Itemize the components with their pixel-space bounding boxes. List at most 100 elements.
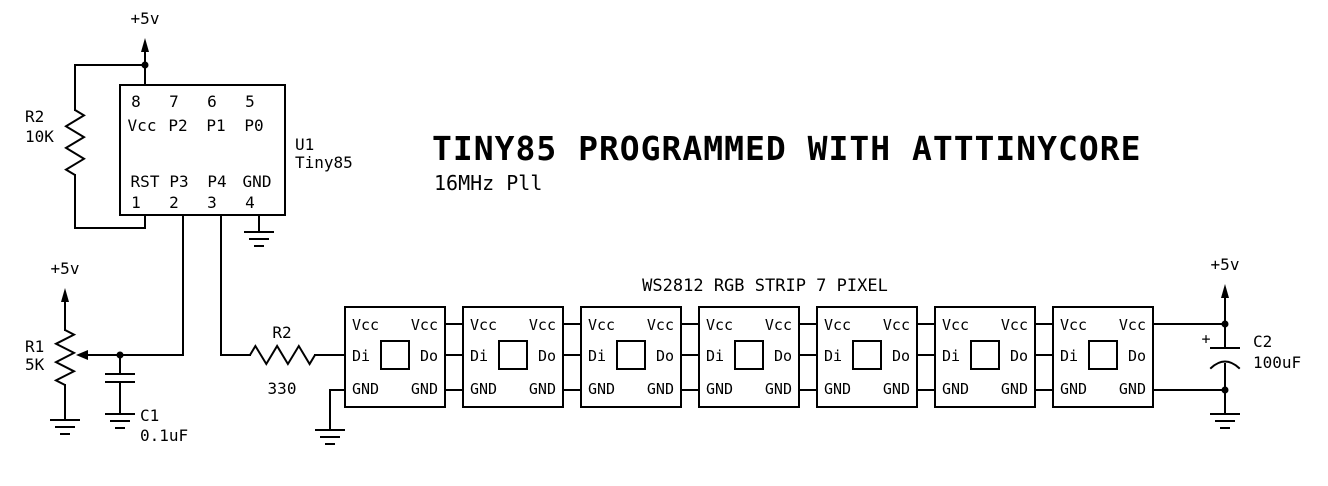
resistor-r2-10k-symbol (64, 109, 86, 176)
pixel-gnd-left-label: GND (1060, 380, 1087, 398)
pixel-gnd-right-label: GND (765, 380, 792, 398)
plus5v-arrow-icon-top (141, 38, 149, 52)
ic-pin4-number: 4 (245, 193, 255, 212)
pixel-do-label: Do (656, 347, 674, 365)
pixel-led-square (1088, 340, 1118, 370)
pixel-outline (462, 306, 564, 408)
ic-part: Tiny85 (295, 153, 353, 172)
ic-pin6-number: 6 (207, 92, 217, 111)
ground-symbol-c1 (105, 413, 135, 429)
ic-body (119, 84, 286, 216)
plus5v-label-left: +5v (51, 259, 80, 278)
pixel-gnd-left-label: GND (706, 380, 733, 398)
capacitor-c2-ref: C2 (1253, 332, 1272, 351)
ic-pin5-number: 5 (245, 92, 255, 111)
pot-wiper-net-wires (64, 214, 184, 421)
ground-symbol-ic (244, 231, 274, 247)
right-power-wires (1152, 297, 1226, 415)
pixel-led-square (498, 340, 528, 370)
resistor-r2-10k-ref: R2 (25, 107, 44, 126)
resistor-r1-value: 5K (25, 355, 45, 374)
strip-gnd-wire (329, 389, 346, 431)
pixel-gnd-right-label: GND (411, 380, 438, 398)
ground-symbol-pot (50, 419, 80, 435)
pixel-vcc-left-label: Vcc (824, 316, 851, 334)
pixel-do-label: Do (420, 347, 438, 365)
schematic-title: TINY85 PROGRAMMED WITH ATTTINYCORE (432, 129, 1142, 168)
pixel-led-square (616, 340, 646, 370)
pixel-vcc-right-label: Vcc (1001, 316, 1028, 334)
ic-pin5-label: P0 (244, 116, 263, 135)
capacitor-c1-value: 0.1uF (140, 426, 188, 445)
pixel-gnd-left-label: GND (470, 380, 497, 398)
pixel-do-label: Do (538, 347, 556, 365)
pixel-do-label: Do (1010, 347, 1028, 365)
pixel-di-label: Di (942, 347, 960, 365)
ic-pin4-label: GND (243, 172, 272, 191)
schematic-subtitle: 16MHz Pll (434, 171, 542, 195)
capacitor-c2-polarity: + (1201, 330, 1210, 348)
resistor-r2-10k-value: 10K (25, 127, 54, 146)
junction-dot (1221, 386, 1229, 394)
pixel-outline (934, 306, 1036, 408)
pixel-vcc-left-label: Vcc (1060, 316, 1087, 334)
junction-dot (141, 61, 149, 69)
pixel-di-label: Di (352, 347, 370, 365)
pixel-led-square (852, 340, 882, 370)
ground-symbol-strip (315, 429, 345, 445)
resistor-r2-330-ref: R2 (272, 323, 291, 342)
plus5v-arrow-icon-right (1221, 284, 1229, 298)
pixel-led-square (380, 340, 410, 370)
pixel-gnd-left-label: GND (824, 380, 851, 398)
pixel-vcc-right-label: Vcc (765, 316, 792, 334)
pixel-outline (816, 306, 918, 408)
pixel-gnd-left-label: GND (942, 380, 969, 398)
junction-dot (1221, 320, 1229, 328)
pixel-led-square (970, 340, 1000, 370)
plus5v-label-right: +5v (1211, 255, 1240, 274)
pixel-outline (344, 306, 446, 408)
ic-ref: U1 (295, 135, 314, 154)
pixel-gnd-left-label: GND (588, 380, 615, 398)
ic-pin1-number: 1 (131, 193, 141, 212)
pixel-vcc-left-label: Vcc (352, 316, 379, 334)
pixel-vcc-left-label: Vcc (470, 316, 497, 334)
pixel-di-label: Di (824, 347, 842, 365)
ic-pin2-label: P3 (169, 172, 188, 191)
plus5v-arrow-icon-left (61, 288, 69, 302)
ic-pin2-number: 2 (169, 193, 179, 212)
pixel-do-label: Do (774, 347, 792, 365)
strip-label: WS2812 RGB STRIP 7 PIXEL (642, 276, 888, 296)
resistor-r1-ref: R1 (25, 337, 44, 356)
resistor-r1-5k-symbol (53, 329, 77, 386)
pixel-vcc-right-label: Vcc (529, 316, 556, 334)
pixel-gnd-right-label: GND (647, 380, 674, 398)
pixel-gnd-right-label: GND (883, 380, 910, 398)
ic-pin3-label: P4 (207, 172, 226, 191)
c1-plates (105, 373, 135, 383)
pixel-outline (580, 306, 682, 408)
ic-pin7-number: 7 (169, 92, 179, 111)
pixel-di-label: Di (1060, 347, 1078, 365)
ic-pin6-label: P1 (206, 116, 225, 135)
capacitor-c2-value: 100uF (1253, 353, 1301, 372)
ic-pin3-number: 3 (207, 193, 217, 212)
resistor-r2-330-symbol (249, 344, 316, 366)
pixel-do-label: Do (892, 347, 910, 365)
pixel-vcc-right-label: Vcc (883, 316, 910, 334)
pixel-di-label: Di (470, 347, 488, 365)
pixel-vcc-left-label: Vcc (588, 316, 615, 334)
capacitor-c1-ref: C1 (140, 406, 159, 425)
resistor-r2-330-value: 330 (268, 379, 297, 398)
pixel-gnd-right-label: GND (1001, 380, 1028, 398)
c2-negative-plate (1209, 360, 1241, 370)
